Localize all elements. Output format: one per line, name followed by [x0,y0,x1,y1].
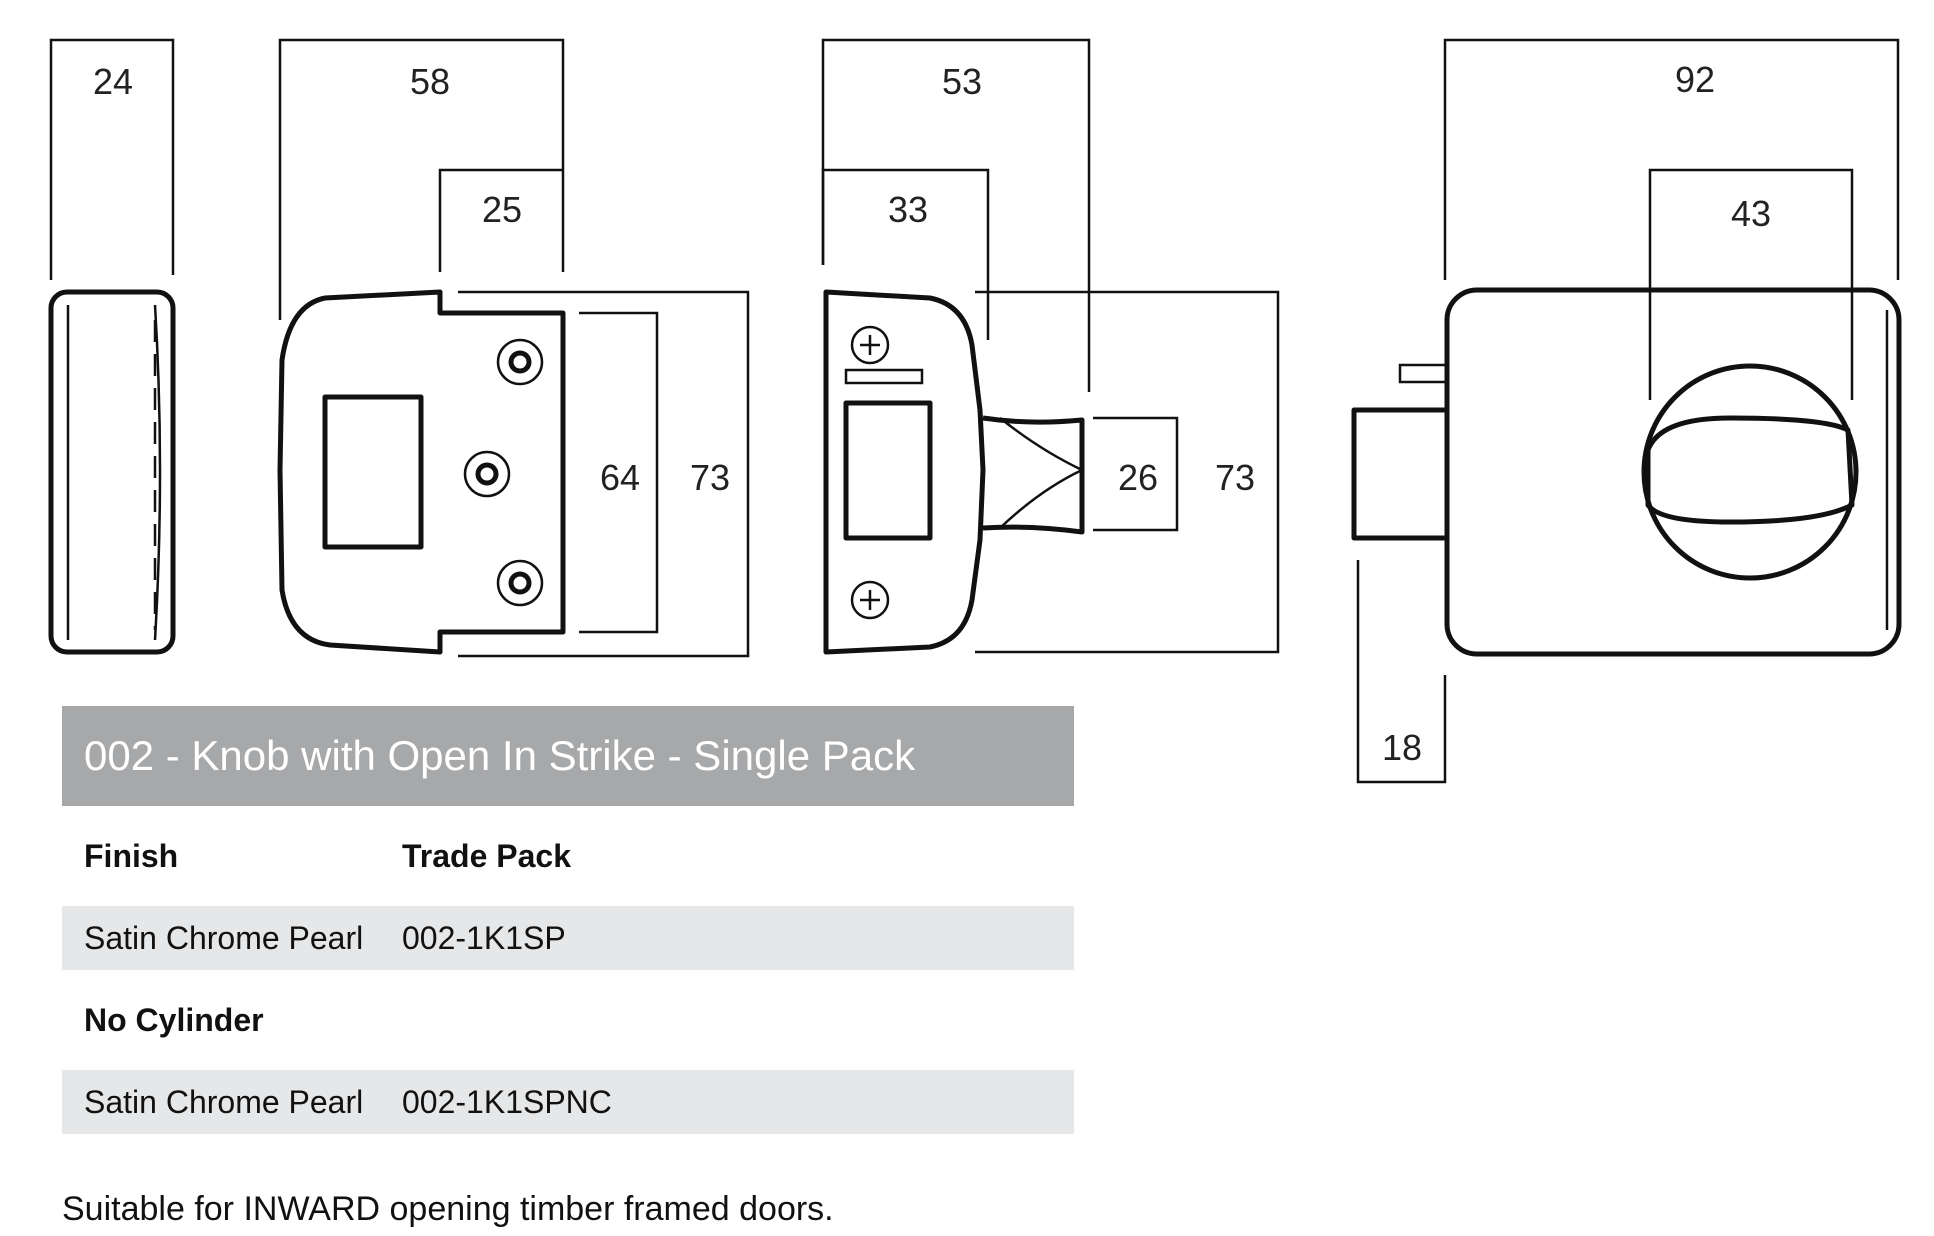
row-code: 002-1K1SPNC [402,1083,612,1120]
dim-side-width: 24 [93,61,133,102]
dim-case-width: 92 [1675,59,1715,100]
dim-strike-inner-height: 64 [600,457,640,498]
subheading-no-cylinder: No Cylinder [62,988,1074,1052]
knob-view: 53 33 26 73 [821,38,1280,655]
dim-knob-body: 33 [888,189,928,230]
side-view: 24 [48,38,176,655]
row-finish: Satin Chrome Pearl [84,919,364,956]
product-panel: 002 - Knob with Open In Strike - Single … [62,706,1074,1134]
dim-bolt-depth: 18 [1382,727,1422,768]
dim-knob-width: 53 [942,61,982,102]
row-finish: Satin Chrome Pearl [84,1083,364,1120]
technical-drawing: 24 58 25 64 73 53 33 [48,38,1902,784]
table-row: Satin Chrome Pearl 002-1K1SP [62,906,1074,970]
case-view: 92 43 18 [1351,38,1902,784]
strike-view: 58 25 64 73 [277,38,750,658]
suitability-note: Suitable for INWARD opening timber frame… [62,1190,834,1228]
product-title: 002 - Knob with Open In Strike - Single … [84,732,916,779]
row-code: 002-1K1SP [402,919,566,956]
product-title-bar: 002 - Knob with Open In Strike - Single … [62,706,1074,806]
dim-strike-height: 73 [690,457,730,498]
dim-cylinder-width: 43 [1731,193,1771,234]
dim-knob-height: 26 [1118,457,1158,498]
dim-knob-total-height: 73 [1215,457,1255,498]
dim-strike-inner: 25 [482,189,522,230]
subheading-label: No Cylinder [84,1001,264,1038]
dim-strike-width: 58 [410,61,450,102]
table-row: Satin Chrome Pearl 002-1K1SPNC [62,1070,1074,1134]
table-header: Finish Trade Pack [62,824,1074,888]
header-finish: Finish [84,837,179,874]
header-trade-pack: Trade Pack [402,837,571,874]
